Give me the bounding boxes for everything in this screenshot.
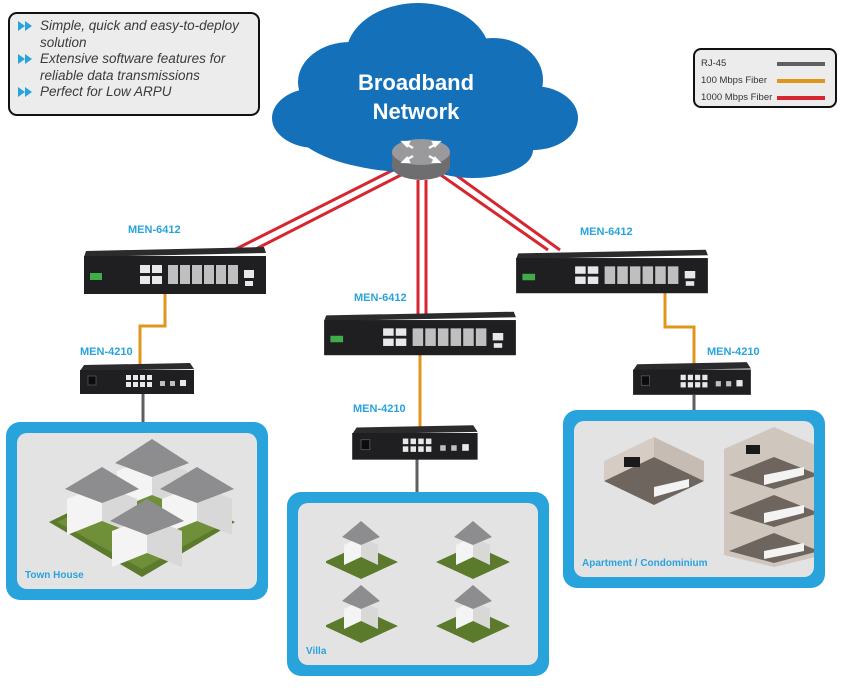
villa-house-icon (436, 521, 510, 579)
condominium-tower-icon (724, 427, 814, 567)
feature-item: Extensive software features for reliable… (18, 51, 250, 84)
feature-text: Extensive software features for reliable… (40, 51, 226, 83)
device-label-center-aggregation: MEN-6412 (354, 292, 407, 304)
fiber-link-left-a (231, 166, 398, 253)
rj45-links (141, 393, 696, 493)
site-villa: Villa (287, 492, 549, 676)
legend-item-rj45: RJ-45 (701, 55, 829, 72)
features-box: Simple, quick and easy-to-deploy solutio… (8, 12, 260, 116)
legend: RJ-45 100 Mbps Fiber 1000 Mbps Fiber (693, 48, 837, 108)
switch-men6412-right (516, 249, 708, 294)
legend-label: RJ-45 (701, 58, 727, 69)
feature-item: Simple, quick and easy-to-deploy solutio… (18, 18, 250, 51)
cloud-icon (272, 3, 578, 178)
cloud-title-line2: Network (372, 99, 460, 124)
double-arrow-bullet-icon (18, 21, 32, 31)
switch-men4210-center (352, 425, 478, 460)
legend-item-100-fiber: 100 Mbps Fiber (701, 72, 829, 89)
feature-text: Simple, quick and easy-to-deploy solutio… (40, 18, 239, 50)
site-apartment: Apartment / Condominium (563, 410, 825, 588)
device-label-left-aggregation: MEN-6412 (128, 224, 181, 236)
device-label-right-access: MEN-4210 (707, 346, 760, 358)
villa-house-icon (326, 585, 398, 643)
legend-swatch-gray (777, 62, 825, 66)
fiber-link-right-a (437, 171, 549, 252)
fiber-link-right-access (663, 292, 696, 366)
townhouse-illustration (49, 439, 235, 577)
device-label-left-access: MEN-4210 (80, 346, 133, 358)
site-label-town-house: Town House (25, 570, 84, 581)
legend-swatch-red (777, 96, 825, 100)
villa-illustration (326, 521, 510, 643)
legend-label: 100 Mbps Fiber (701, 75, 768, 86)
villa-house-icon (436, 585, 510, 643)
apartment-room-icon (604, 437, 704, 505)
switch-men6412-left (84, 247, 266, 294)
house-icon (110, 499, 184, 567)
villa-house-icon (326, 521, 398, 579)
device-label-center-access: MEN-4210 (353, 403, 406, 415)
site-villa-panel: Villa (298, 503, 538, 665)
site-town-house-panel: Town House (17, 433, 257, 589)
site-town-house: Town House (6, 422, 268, 600)
feature-text: Perfect for Low ARPU (40, 84, 172, 99)
double-arrow-bullet-icon (18, 87, 32, 97)
cloud-title: Broadband Network (316, 68, 516, 126)
legend-label: 1000 Mbps Fiber (701, 92, 773, 103)
fiber-link-right-b (445, 166, 561, 252)
switch-men4210-right (633, 362, 751, 395)
feature-item: Perfect for Low ARPU (18, 84, 250, 101)
fiber-100-links (138, 292, 696, 430)
fiber-link-left-access (138, 294, 167, 366)
fiber-1000-links (231, 166, 561, 316)
double-arrow-bullet-icon (18, 54, 32, 64)
apartment-illustration (604, 427, 814, 567)
switch-men4210-left (80, 363, 194, 394)
cloud-title-line1: Broadband (357, 70, 475, 95)
site-label-apartment: Apartment / Condominium (582, 558, 708, 569)
site-label-villa: Villa (306, 646, 327, 657)
terminal-block-icon (90, 273, 102, 280)
site-apartment-panel: Apartment / Condominium (574, 421, 814, 577)
switch-men6412-center (324, 311, 516, 356)
legend-item-1000-fiber: 1000 Mbps Fiber (701, 89, 829, 106)
legend-swatch-orange (777, 79, 825, 83)
router-icon (392, 139, 450, 180)
device-label-right-aggregation: MEN-6412 (580, 226, 633, 238)
fiber-link-left-b (249, 171, 406, 254)
